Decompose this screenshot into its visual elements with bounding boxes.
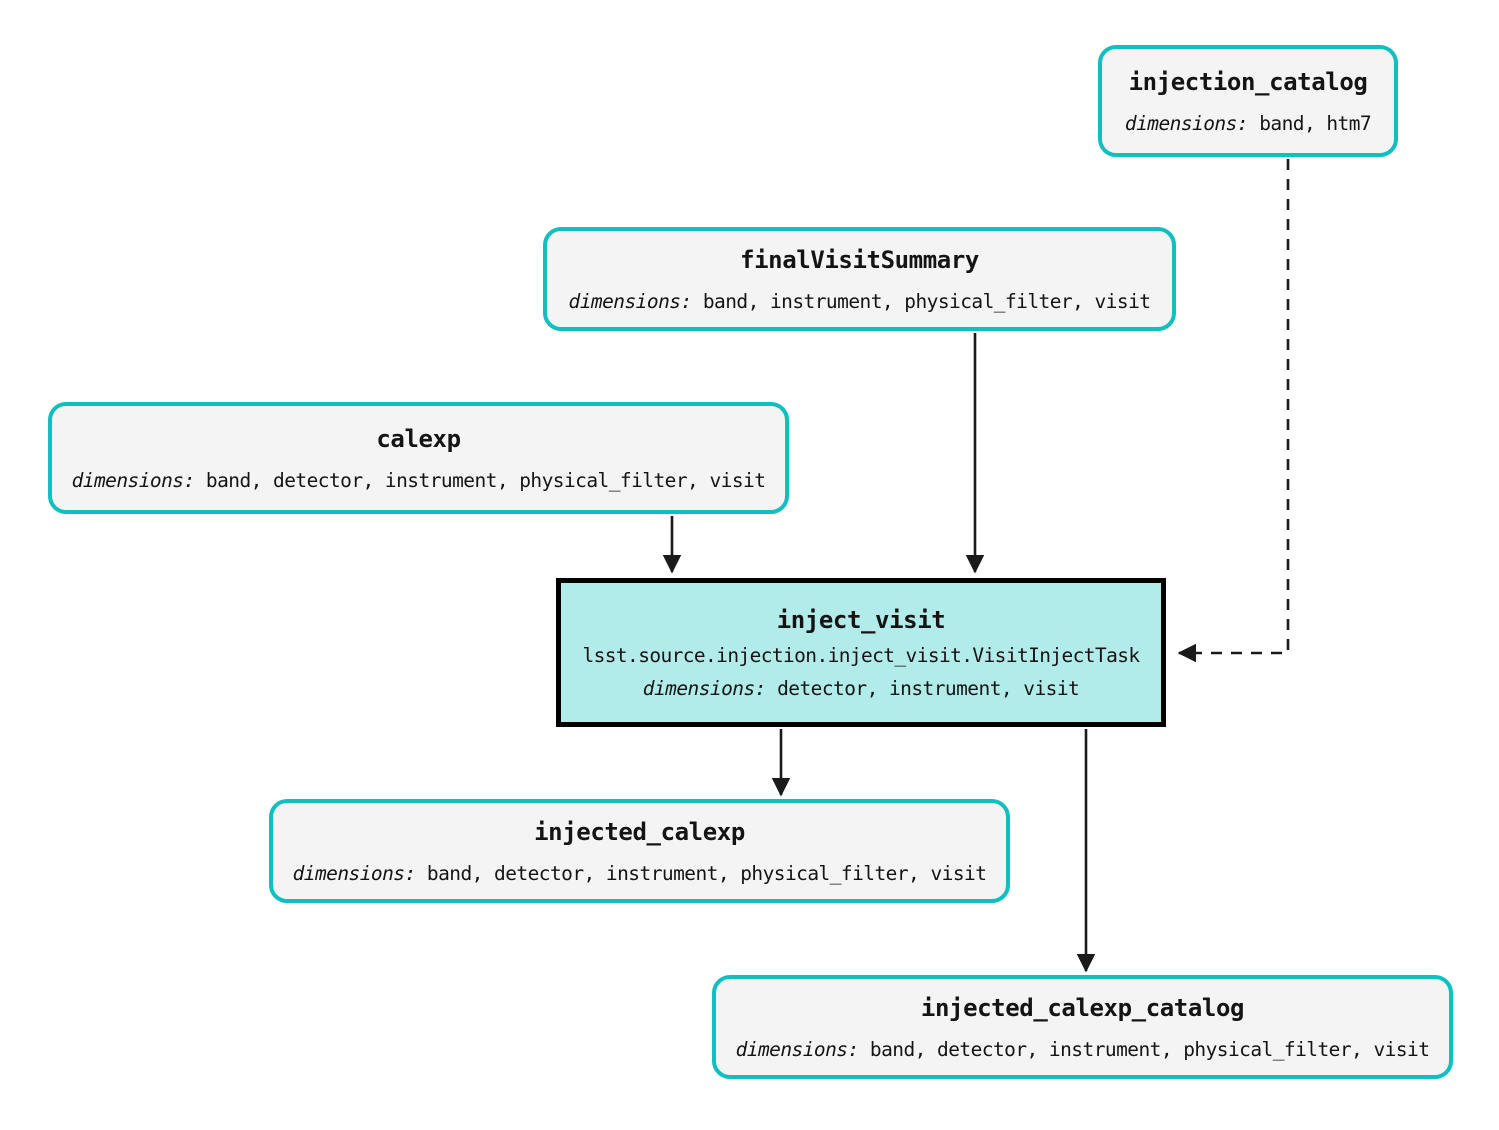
node-dimensions: dimensions: band, htm7	[1124, 111, 1372, 135]
node-dimensions: dimensions: band, detector, instrument, …	[72, 469, 766, 492]
node-title: inject_visit	[776, 605, 946, 634]
node-title: injection_catalog	[1128, 67, 1368, 96]
node-injection-catalog[interactable]: injection_catalog dimensions: band, htm7	[1098, 45, 1398, 157]
node-calexp[interactable]: calexp dimensions: band, detector, instr…	[48, 402, 789, 514]
node-class-path: lsst.source.injection.inject_visit.Visit…	[582, 643, 1141, 667]
dimensions-label: dimensions:	[1124, 111, 1249, 135]
dimensions-value: band, htm7	[1259, 111, 1372, 135]
dimensions-value: band, detector, instrument, physical_fil…	[426, 861, 987, 885]
node-injected-calexp-catalog[interactable]: injected_calexp_catalog dimensions: band…	[712, 975, 1453, 1079]
node-title: calexp	[376, 424, 461, 453]
dimensions-value: band, detector, instrument, physical_fil…	[869, 1037, 1430, 1061]
edge-injection-catalog-to-inject-visit	[1177, 159, 1290, 663]
dimensions-value: detector, instrument, visit	[777, 676, 1080, 700]
node-dimensions: dimensions: detector, instrument, visit	[642, 676, 1080, 700]
node-title: finalVisitSummary	[740, 245, 979, 274]
node-injected-calexp[interactable]: injected_calexp dimensions: band, detect…	[269, 799, 1010, 903]
dimensions-value: band, instrument, physical_filter, visit	[702, 289, 1151, 313]
dimensions-label: dimensions:	[642, 676, 767, 700]
dimensions-label: dimensions:	[292, 861, 417, 885]
node-finalvisitsummary[interactable]: finalVisitSummary dimensions: band, inst…	[543, 227, 1176, 331]
dimensions-label: dimensions:	[71, 468, 196, 492]
node-dimensions: dimensions: band, instrument, physical_f…	[569, 290, 1151, 313]
dimensions-label: dimensions:	[735, 1037, 860, 1061]
node-dimensions: dimensions: band, detector, instrument, …	[293, 862, 987, 885]
dimensions-value: band, detector, instrument, physical_fil…	[205, 468, 766, 492]
node-dimensions: dimensions: band, detector, instrument, …	[736, 1038, 1430, 1061]
node-inject-visit[interactable]: inject_visit lsst.source.injection.injec…	[556, 578, 1166, 727]
dimensions-label: dimensions:	[568, 289, 693, 313]
node-title: injected_calexp_catalog	[920, 993, 1245, 1022]
node-title: injected_calexp	[534, 817, 745, 846]
